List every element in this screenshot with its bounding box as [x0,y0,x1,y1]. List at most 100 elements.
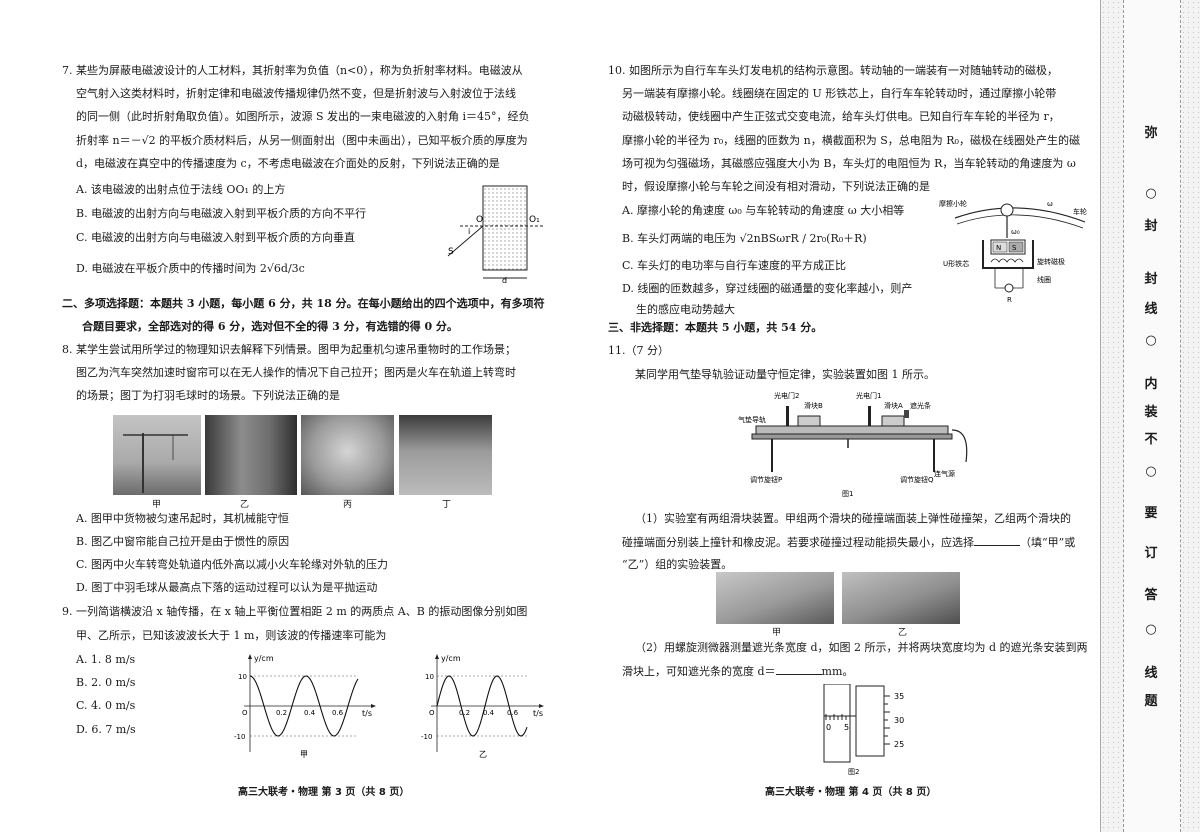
caption-jia: 甲 [152,500,162,510]
q11-head: 11.（7 分） [608,344,669,357]
photo-crane [113,415,201,495]
wave-b-curve [436,675,528,737]
q7-option-a: A. 该电磁波的出射点位于法线 OO₁ 的上方 [76,183,286,196]
caption-fig-yi: 乙 [898,628,908,638]
slider-a [881,415,905,427]
graph-a-tick-neg10: -10 [234,733,245,741]
caption-ding: 丁 [442,500,452,510]
q11-intro: 某同学用气垫导轨验证动量守恒定律，实验装置如图 1 所示。 [635,368,935,381]
label-rail: 气垫导轨 [738,415,766,424]
graph-a-ylabel: y/cm [254,654,274,663]
binding-margin-strip [1123,0,1181,832]
micrometer-thimble [855,685,885,757]
caption-yi: 乙 [240,500,250,510]
label-d: d [502,276,507,284]
q9-graph-a: y/cm t/s 0.2 0.4 0.6 10 -10 O 甲 [234,654,376,759]
bike-wheel-arc [954,207,1086,223]
q8-option-b: B. 图乙中窗帘能自己拉开是由于惯性的原因 [76,535,290,548]
slider-b [797,415,821,427]
margin-char-13: 答 [1144,588,1158,603]
margin-char-5: 线 [1144,302,1158,317]
graph-b-origin: O [429,709,435,717]
graph-b-tick-04: 0.4 [483,709,495,717]
margin-char-6: ○ [1145,333,1157,348]
q10-option-a: A. 摩擦小轮的角速度 ω₀ 与车轮转动的角速度 ω 大小相等 [622,204,905,217]
q10-line-2: 另一端装有摩擦小轮。线圈绕在固定的 U 形铁芯上，自行车车轮转动时，通过摩擦小轮… [622,87,1057,100]
label-coil: 线圈 [1037,275,1051,284]
label-s-pole: S [1012,244,1017,252]
margin-char-1: 弥 [1144,126,1158,141]
q11-micrometer-diagram: 35 30 25 0 5 图2 [823,684,904,776]
label-wheel: 车轮 [1073,207,1087,216]
margin-char-10: ○ [1145,464,1157,479]
q7-line-4: 折射率 n＝－√2 的平板介质材料后，从另一侧面射出（图中未画出），已知平板介质… [76,134,528,147]
q11-p2-line-2-tail: mm。 [821,665,854,678]
label-n: N [996,244,1001,252]
q11-p2-line-2-text: 滑块上，可知遮光条的宽度 d＝ [622,665,776,678]
margin-char-14: ○ [1145,622,1157,637]
q7-line-3: 的同一侧（此时折射角取负值）。如图所示，波源 S 发出的一束电磁波的入射角 i＝… [76,110,530,123]
margin-char-8: 装 [1144,405,1158,420]
q10-option-b: B. 车头灯两端的电压为 √2nBSωrR / 2r₀(R₀＋R) [622,232,867,245]
margin-char-4: 封 [1144,272,1158,287]
q8-option-c: C. 图丙中火车转弯处轨道内低外高以减小火车轮缘对外轨的压力 [76,558,389,571]
right-footer: 高三大联考・物理 第 4 页（共 8 页） [765,787,937,798]
q11-p1-line-1: （1）实验室有两组滑块装置。甲组两个滑块的碰撞端面装上弹性碰撞架，乙组两个滑块的 [635,512,1071,525]
coil [990,258,1024,263]
label-air: 连气源 [934,469,955,478]
label-w: ω [1047,200,1053,208]
q7-line-2: 空气射入这类材料时，折射定律和电磁波传播规律仍然不变，但是折射波与入射波位于法线 [76,87,516,100]
lamp [1004,283,1014,293]
section2-line-1: 二、多项选择题：本题共 3 小题，每小题 6 分，共 18 分。在每小题给出的四… [62,297,545,310]
label-shade: 遮光条 [910,401,931,410]
q7-option-c: C. 电磁波的出射方向与电磁波入射到平板介质的方向垂直 [76,231,356,244]
label-fig2: 图2 [848,768,859,776]
gate-1 [868,406,871,426]
photo-putty-sliders [842,572,960,624]
q9-option-b: B. 2. 0 m/s [76,676,136,689]
q8-line-1: 8. 某学生尝试用所学过的物理知识去解释下列情景。图甲为起重机匀速吊重物时的工作… [62,343,516,356]
friction-wheel [1000,203,1014,217]
graph-b-tick-06: 0.6 [507,709,519,717]
tick-25: 25 [894,740,904,749]
graph-a-tick-02: 0.2 [276,709,287,717]
q9-option-d: D. 6. 7 m/s [76,723,136,736]
margin-char-9: 不 [1144,432,1158,447]
q7-option-d: D. 电磁波在平板介质中的传播时间为 2√6d/3c [76,262,305,275]
margin-char-7: 内 [1144,377,1158,392]
label-friction-wheel: 摩擦小轮 [939,199,967,208]
photo-badminton [399,415,492,495]
label-slider-a: 滑块A [884,401,903,410]
label-fig1: 图1 [842,490,853,498]
q10-option-d-cont: 生的感应电动势越大 [636,303,735,316]
photo-car-window [205,415,297,495]
q8-line-3: 的场景；图丁为打羽毛球时的场景。下列说法正确的是 [76,389,340,402]
photo-elastic-sliders [716,572,834,624]
left-footer: 高三大联考・物理 第 3 页（共 8 页） [238,787,410,798]
answer-blank-1[interactable] [974,535,1020,546]
caption-fig-jia: 甲 [772,628,782,638]
label-u-core: U形铁芯 [943,259,969,268]
slab-medium [482,185,528,271]
main-5: 5 [844,723,849,732]
graph-a-caption: 甲 [300,750,308,759]
q11-p1-line-3: “乙”）组的实验装置。 [622,558,733,571]
graph-b-ylabel: y/cm [441,654,461,663]
label-i: i [468,227,470,236]
label-s: S [448,247,454,257]
binding-margin: 弥 ○ 封 封 线 ○ 内 装 不 ○ 要 订 答 ○ 线 题 [1100,0,1200,832]
u-core [982,240,1034,269]
q7-line-1: 7. 某些为屏蔽电磁波设计的人工材料，其折射率为负值（n<0），称为负折射率材料… [62,64,523,77]
answer-blank-2[interactable] [775,664,822,675]
left-page: 7. 某些为屏蔽电磁波设计的人工材料，其折射率为负值（n<0），称为负折射率材料… [62,64,545,798]
label-o1: O₁ [529,215,540,225]
label-w0: ω₀ [1011,228,1020,236]
graph-a-origin: O [242,709,248,717]
micrometer-frame [823,684,851,763]
wave-a-curve [249,675,359,737]
label-gate1: 光电门1 [856,391,881,400]
q10-line-5: 场可视为匀强磁场，其磁感应强度大小为 B，车头灯的电阻恒为 R，当车轮转动的角速… [622,157,1076,170]
q11-p1-line-2: 碰撞端面分别装上撞针和橡皮泥。若要求碰撞过程动能损失最小，应选择（填“甲”或 [622,535,1075,550]
label-knob-q: 调节旋钮Q [900,475,934,484]
label-knob-p: 调节旋钮P [750,475,782,484]
